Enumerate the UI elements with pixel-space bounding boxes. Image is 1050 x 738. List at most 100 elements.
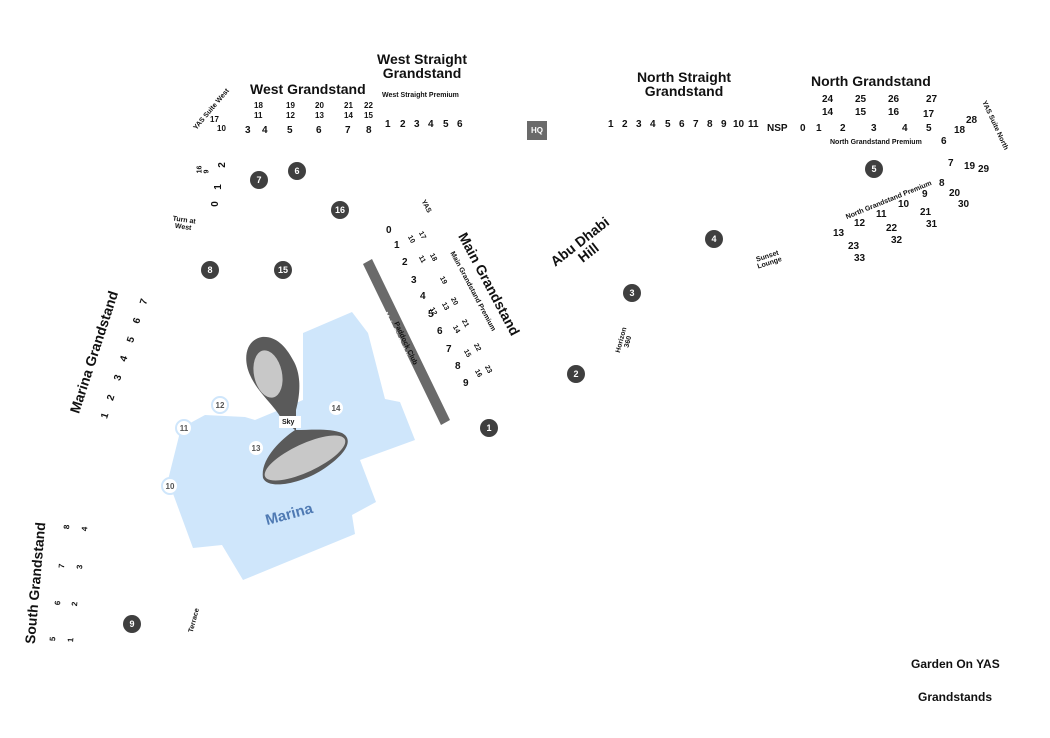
north-row-5[interactable]: 5 bbox=[926, 123, 932, 134]
west-row-7[interactable]: 7 bbox=[345, 125, 351, 136]
turn-15-marker[interactable]: 15 bbox=[274, 261, 292, 279]
west-top-19[interactable]: 19 bbox=[286, 101, 295, 110]
north-straight-6[interactable]: 6 bbox=[679, 119, 685, 130]
north-row-2[interactable]: 2 bbox=[840, 123, 846, 134]
north-straight-10[interactable]: 10 bbox=[733, 119, 745, 130]
west-row-3[interactable]: 3 bbox=[245, 125, 251, 136]
north-right-7[interactable]: 7 bbox=[948, 158, 954, 169]
west-row-8[interactable]: 8 bbox=[366, 125, 372, 136]
west-side-9[interactable]: 9 bbox=[203, 169, 211, 174]
turn-4-marker[interactable]: 4 bbox=[705, 230, 723, 248]
turn-16-marker[interactable]: 16 bbox=[331, 201, 349, 219]
west-straight-2[interactable]: 2 bbox=[400, 119, 406, 130]
north-straight-3[interactable]: 3 bbox=[636, 119, 642, 130]
turn-13-marker[interactable]: 13 bbox=[247, 439, 265, 457]
south-7[interactable]: 7 bbox=[57, 563, 67, 569]
west-straight-4[interactable]: 4 bbox=[428, 119, 434, 130]
turn-5-marker[interactable]: 5 bbox=[865, 160, 883, 178]
north-mid-17[interactable]: 17 bbox=[923, 109, 935, 120]
hq-label[interactable]: HQ bbox=[527, 121, 547, 140]
north-top-27[interactable]: 27 bbox=[926, 94, 938, 105]
north-straight-2[interactable]: 2 bbox=[622, 119, 628, 130]
north-straight-7[interactable]: 7 bbox=[693, 119, 699, 130]
west-side-16[interactable]: 16 bbox=[196, 165, 204, 174]
north-right-18[interactable]: 18 bbox=[954, 125, 966, 136]
north-right-6[interactable]: 6 bbox=[941, 136, 947, 147]
west-mid-13[interactable]: 13 bbox=[315, 111, 324, 120]
west-top-20[interactable]: 20 bbox=[315, 101, 324, 110]
north-mid-16[interactable]: 16 bbox=[888, 107, 900, 118]
north-lower-22[interactable]: 22 bbox=[886, 223, 898, 234]
turn-1-marker[interactable]: 1 bbox=[480, 419, 498, 437]
north-row-4[interactable]: 4 bbox=[902, 123, 908, 134]
west-straight-5[interactable]: 5 bbox=[443, 119, 449, 130]
south-8[interactable]: 8 bbox=[62, 524, 72, 530]
turn-2-marker[interactable]: 2 bbox=[567, 365, 585, 383]
turn-11-marker[interactable]: 11 bbox=[175, 419, 193, 437]
nsp-label[interactable]: NSP bbox=[767, 123, 788, 134]
north-right-29[interactable]: 29 bbox=[978, 164, 990, 175]
north-straight-5[interactable]: 5 bbox=[665, 119, 671, 130]
north-right-9[interactable]: 9 bbox=[922, 189, 928, 200]
main-col1-1[interactable]: 1 bbox=[394, 240, 400, 251]
main-col1-3[interactable]: 3 bbox=[411, 275, 417, 286]
north-right-30[interactable]: 30 bbox=[958, 199, 970, 210]
north-lower-32[interactable]: 32 bbox=[891, 235, 903, 246]
north-mid-14[interactable]: 14 bbox=[822, 107, 834, 118]
turn-7-marker[interactable]: 7 bbox=[250, 171, 268, 189]
north-right-28[interactable]: 28 bbox=[966, 115, 978, 126]
north-straight-4[interactable]: 4 bbox=[650, 119, 656, 130]
south-4[interactable]: 4 bbox=[80, 526, 90, 532]
turn-8-marker[interactable]: 8 bbox=[201, 261, 219, 279]
north-lower-12[interactable]: 12 bbox=[854, 218, 866, 229]
north-mid-15[interactable]: 15 bbox=[855, 107, 867, 118]
turn-3-marker[interactable]: 3 bbox=[623, 284, 641, 302]
west-suite-10[interactable]: 10 bbox=[217, 124, 226, 133]
west-row-4[interactable]: 4 bbox=[262, 125, 268, 136]
north-lower-10[interactable]: 10 bbox=[898, 199, 910, 210]
west-side-0[interactable]: 0 bbox=[209, 201, 221, 207]
main-col1-8[interactable]: 8 bbox=[455, 361, 461, 372]
north-straight-11[interactable]: 11 bbox=[748, 119, 759, 130]
west-straight-3[interactable]: 3 bbox=[414, 119, 420, 130]
legend-garden-on-yas[interactable]: Garden On YAS bbox=[911, 657, 1000, 671]
turn-10-marker[interactable]: 10 bbox=[161, 477, 179, 495]
north-row-1[interactable]: 1 bbox=[816, 123, 822, 134]
north-lower-11[interactable]: 11 bbox=[876, 209, 887, 220]
turn-6-marker[interactable]: 6 bbox=[288, 162, 306, 180]
west-row-6[interactable]: 6 bbox=[316, 125, 322, 136]
west-mid-15[interactable]: 15 bbox=[364, 111, 373, 120]
turn-12-marker[interactable]: 12 bbox=[211, 396, 229, 414]
west-top-18[interactable]: 18 bbox=[254, 101, 263, 110]
north-lower-13[interactable]: 13 bbox=[833, 228, 845, 239]
west-mid-11[interactable]: 11 bbox=[254, 111, 263, 120]
north-straight-8[interactable]: 8 bbox=[707, 119, 713, 130]
south-5[interactable]: 5 bbox=[48, 636, 58, 642]
north-straight-9[interactable]: 9 bbox=[721, 119, 727, 130]
west-mid-12[interactable]: 12 bbox=[286, 111, 295, 120]
main-col1-5[interactable]: 5 bbox=[428, 309, 434, 320]
west-row-5[interactable]: 5 bbox=[287, 125, 293, 136]
north-row-3[interactable]: 3 bbox=[871, 123, 877, 134]
north-straight-1[interactable]: 1 bbox=[608, 119, 614, 130]
west-top-22[interactable]: 22 bbox=[364, 101, 373, 110]
north-right-19[interactable]: 19 bbox=[964, 161, 976, 172]
north-top-26[interactable]: 26 bbox=[888, 94, 900, 105]
west-suite-17[interactable]: 17 bbox=[210, 115, 219, 124]
main-col1-6[interactable]: 6 bbox=[437, 326, 443, 337]
north-row-0[interactable]: 0 bbox=[800, 123, 806, 134]
legend-grandstands[interactable]: Grandstands bbox=[918, 690, 993, 704]
north-right-31[interactable]: 31 bbox=[926, 219, 938, 230]
south-6[interactable]: 6 bbox=[53, 600, 63, 606]
north-right-21[interactable]: 21 bbox=[920, 207, 932, 218]
turn-9-marker[interactable]: 9 bbox=[123, 615, 141, 633]
north-lower-33[interactable]: 33 bbox=[854, 253, 866, 264]
west-top-21[interactable]: 21 bbox=[344, 101, 353, 110]
north-top-25[interactable]: 25 bbox=[855, 94, 867, 105]
north-top-24[interactable]: 24 bbox=[822, 94, 834, 105]
main-col1-0[interactable]: 0 bbox=[386, 225, 392, 236]
west-straight-1[interactable]: 1 bbox=[385, 119, 391, 130]
main-col1-7[interactable]: 7 bbox=[446, 344, 452, 355]
west-side-2[interactable]: 2 bbox=[216, 162, 228, 168]
north-right-8[interactable]: 8 bbox=[939, 178, 945, 189]
